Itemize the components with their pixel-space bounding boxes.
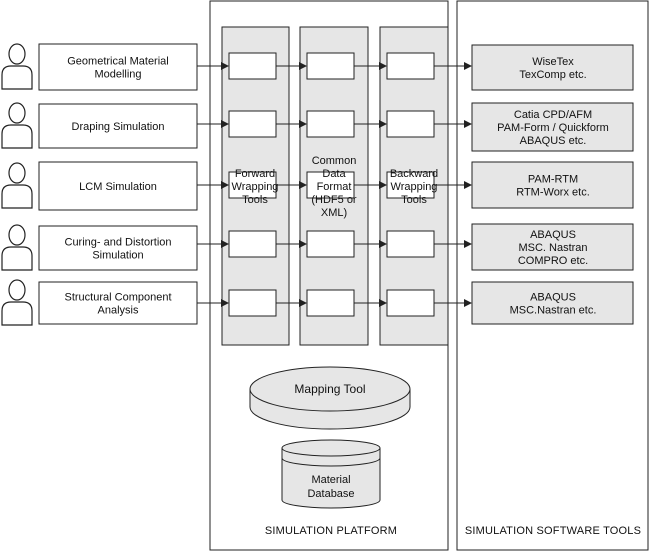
column-label: Wrapping (391, 181, 438, 193)
software-tool-label: ABAQUS etc. (520, 135, 587, 147)
user-icon (1, 162, 33, 209)
backward-wrapper-box (386, 289, 435, 317)
process-label: Modelling (94, 69, 141, 81)
software-tool-label: TexComp etc. (519, 69, 586, 81)
user-body (1, 184, 33, 209)
backward-wrapper-box (386, 110, 435, 138)
software-tools-frame (456, 0, 649, 551)
process-label: Curing- and Distortion (65, 237, 172, 249)
user-body (1, 301, 33, 326)
column-label: Data (322, 168, 346, 180)
data-format-box (306, 289, 355, 317)
process-label: Simulation (92, 250, 143, 262)
user-head (8, 43, 26, 65)
process-label: Draping Simulation (72, 121, 165, 133)
software-tool-label: RTM-Worx etc. (516, 187, 590, 199)
column-label: Format (317, 181, 352, 193)
software-tool-box (471, 44, 634, 91)
software-tool-label: Catia CPD/AFM (514, 109, 592, 121)
data-format-box (306, 110, 355, 138)
mapping-tool-top (249, 366, 411, 412)
column-label: Common (312, 155, 357, 167)
software-tool-label: ABAQUS (530, 292, 576, 304)
column-label: Wrapping (232, 181, 279, 193)
software-tool-box (471, 223, 634, 271)
material-database-ring (281, 457, 381, 467)
forward-wrapper-box (228, 230, 277, 258)
forward-wrapper-box (228, 289, 277, 317)
backward-wrapper-box (386, 52, 435, 80)
software-tool-label: MSC. Nastran (518, 242, 587, 254)
user-icon (1, 43, 33, 90)
process-label: Structural Component (65, 292, 172, 304)
forward-wrapper-box (228, 52, 277, 80)
process-label: Geometrical Material (67, 56, 168, 68)
column-label: Tools (242, 194, 268, 206)
user-head (8, 162, 26, 184)
user-head (8, 102, 26, 124)
data-format-box (306, 230, 355, 258)
process-label: LCM Simulation (79, 181, 157, 193)
software-tool-box (471, 102, 634, 152)
user-head (8, 224, 26, 246)
forward-wrapper-box (228, 110, 277, 138)
backward-wrapper-box (386, 171, 435, 199)
user-icon (1, 279, 33, 326)
column-label: XML) (321, 207, 347, 219)
material-database-body (281, 448, 381, 509)
process-box (38, 281, 198, 325)
user-body (1, 124, 33, 149)
column-label: (HDF5 or (311, 194, 357, 206)
data-format-box (306, 52, 355, 80)
user-body (1, 246, 33, 271)
process-box (38, 161, 198, 211)
mapping-tool-label: Mapping Tool (294, 382, 365, 396)
software-tool-label: WiseTex (532, 56, 574, 68)
column-label: Tools (401, 194, 427, 206)
process-box (38, 43, 198, 91)
user-head (8, 279, 26, 301)
user-icon (1, 224, 33, 271)
user-body (1, 65, 33, 90)
software-tool-label: COMPRO etc. (518, 255, 588, 267)
column-label: Forward (235, 168, 275, 180)
software-tool-label: PAM-Form / Quickform (497, 122, 609, 134)
material-database-label-line: Material (311, 474, 350, 486)
software-tool-label: ABAQUS (530, 229, 576, 241)
software-tool-label: PAM-RTM (528, 174, 578, 186)
mapping-tool: Mapping Tool (249, 366, 411, 430)
material-database-top (281, 439, 381, 457)
material-database-label-line: Database (307, 488, 354, 500)
data-format-box (306, 171, 355, 199)
software-tools-label: SIMULATION SOFTWARE TOOLS (465, 525, 641, 537)
software-tool-box (471, 161, 634, 209)
software-tool-label: MSC.Nastran etc. (510, 305, 597, 317)
user-icon (1, 102, 33, 149)
column-label: Backward (390, 168, 438, 180)
process-label: Analysis (98, 305, 139, 317)
process-box (38, 225, 198, 271)
software-tool-box (471, 281, 634, 325)
process-box (38, 103, 198, 149)
backward-wrapper-box (386, 230, 435, 258)
material-database: Material Database (281, 439, 381, 509)
simulation-platform-label: SIMULATION PLATFORM (265, 525, 397, 537)
